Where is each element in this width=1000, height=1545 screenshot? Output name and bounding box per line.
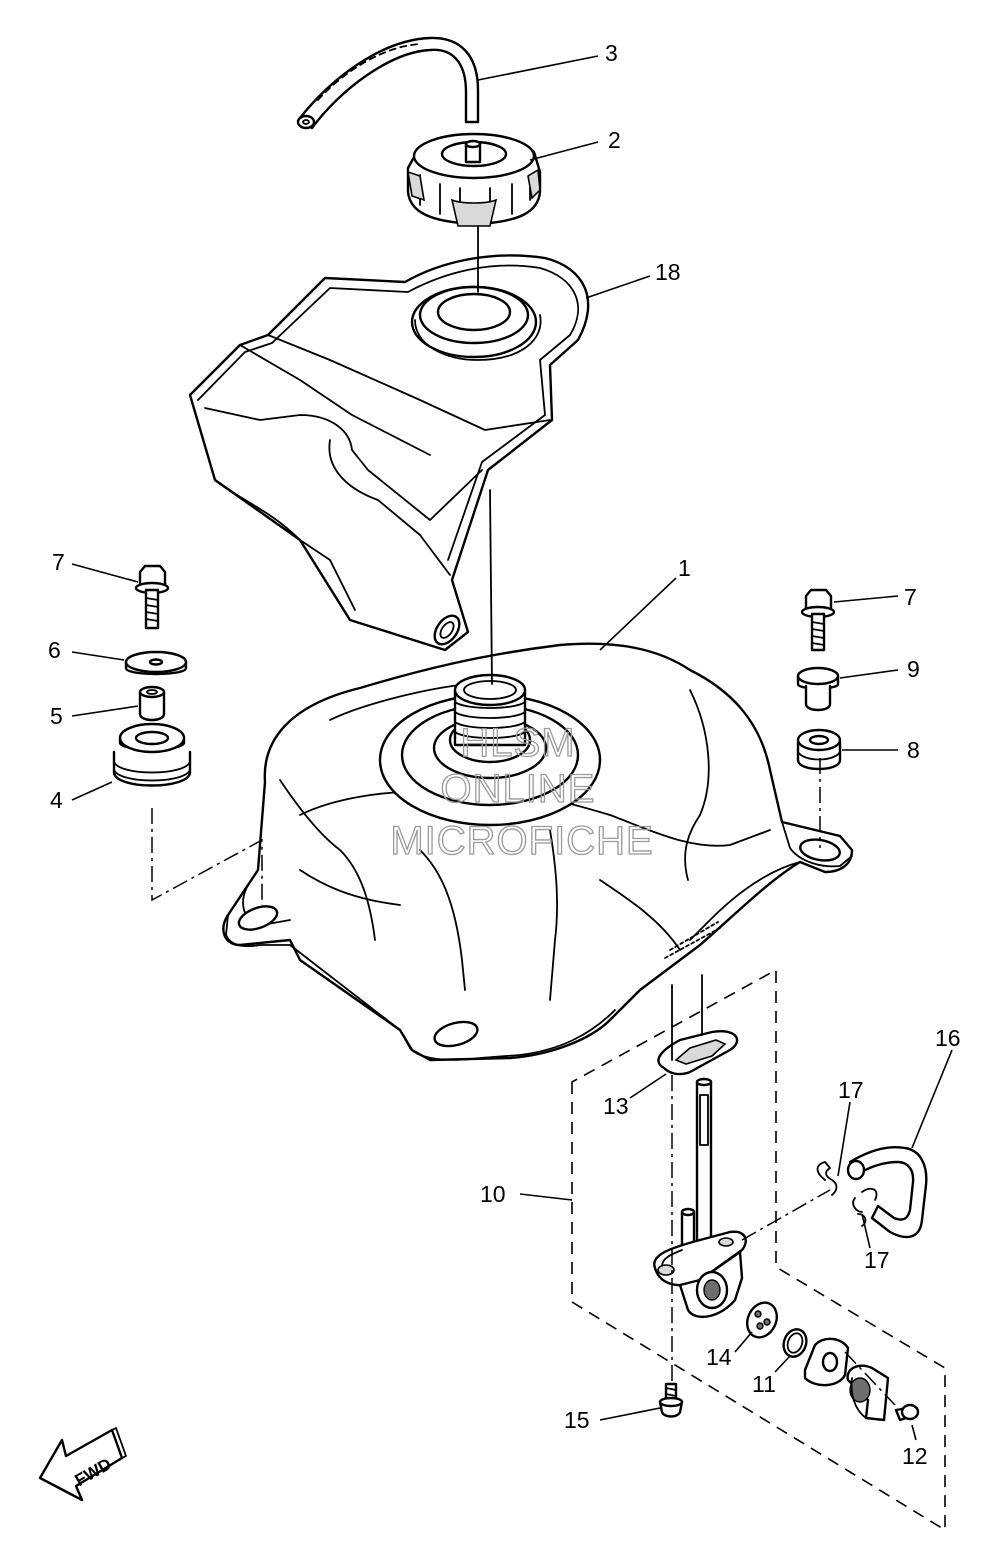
clip-bottom-part-17[interactable] xyxy=(852,1187,878,1227)
collar-part-9[interactable] xyxy=(796,666,840,712)
callout-15: 15 xyxy=(564,1407,590,1433)
callout-12: 12 xyxy=(902,1443,928,1469)
watermark: HLSM ONLINE MICROFICHE xyxy=(390,720,654,863)
callout-6: 6 xyxy=(48,637,61,663)
callout-5: 5 xyxy=(50,703,63,729)
callout-2: 2 xyxy=(608,127,621,153)
callout-1: 1 xyxy=(678,555,691,581)
washer-part-6[interactable] xyxy=(124,650,188,676)
callout-7-right: 7 xyxy=(904,584,917,610)
leader-lines xyxy=(71,55,953,1441)
callout-17-top: 17 xyxy=(838,1077,864,1103)
gasket-part-13[interactable] xyxy=(657,1030,739,1076)
screw-part-15[interactable] xyxy=(658,1382,684,1418)
clip-top-part-17[interactable] xyxy=(816,1161,838,1196)
callout-labels: 3 2 18 1 7 6 5 4 7 9 8 16 17 13 10 17 14… xyxy=(48,40,961,1469)
breather-hose-part-3[interactable] xyxy=(296,36,480,130)
callout-8: 8 xyxy=(907,737,920,763)
callout-13: 13 xyxy=(603,1093,629,1119)
seal-part-14[interactable] xyxy=(742,1298,783,1342)
callout-9: 9 xyxy=(907,656,920,682)
fuel-cap-part-2[interactable] xyxy=(406,132,542,227)
callout-4: 4 xyxy=(50,787,63,813)
callout-17-bottom: 17 xyxy=(864,1247,890,1273)
forward-direction-arrow: FWD xyxy=(38,1427,127,1502)
callout-16: 16 xyxy=(935,1025,961,1051)
watermark-line-3: MICROFICHE xyxy=(390,819,653,863)
callout-14: 14 xyxy=(706,1344,732,1370)
bolt-left-part-7[interactable] xyxy=(134,564,170,630)
callout-11: 11 xyxy=(752,1371,776,1397)
grommet-part-4[interactable] xyxy=(112,722,192,787)
o-ring-part-11[interactable] xyxy=(780,1326,810,1360)
collar-part-5[interactable] xyxy=(138,685,166,722)
alignment-lines xyxy=(151,225,896,1406)
callout-10: 10 xyxy=(480,1181,506,1207)
callout-3: 3 xyxy=(605,40,618,66)
callout-7-left: 7 xyxy=(52,549,65,575)
screw-and-lever-part-12[interactable] xyxy=(803,1337,920,1422)
assembly-boundary xyxy=(571,968,946,1532)
fuel-cock-assembly-part-10[interactable] xyxy=(653,1077,747,1319)
fuel-hose-part-16[interactable] xyxy=(846,1146,928,1239)
watermark-line-1: HLSM xyxy=(460,721,575,765)
fuel-tank-part-1[interactable] xyxy=(222,642,854,1062)
watermark-line-2: ONLINE xyxy=(441,767,596,811)
grommet-part-8[interactable] xyxy=(796,728,842,771)
bolt-right-part-7[interactable] xyxy=(800,588,836,652)
callout-18: 18 xyxy=(655,259,681,285)
tank-cover-part-18[interactable] xyxy=(188,254,590,652)
